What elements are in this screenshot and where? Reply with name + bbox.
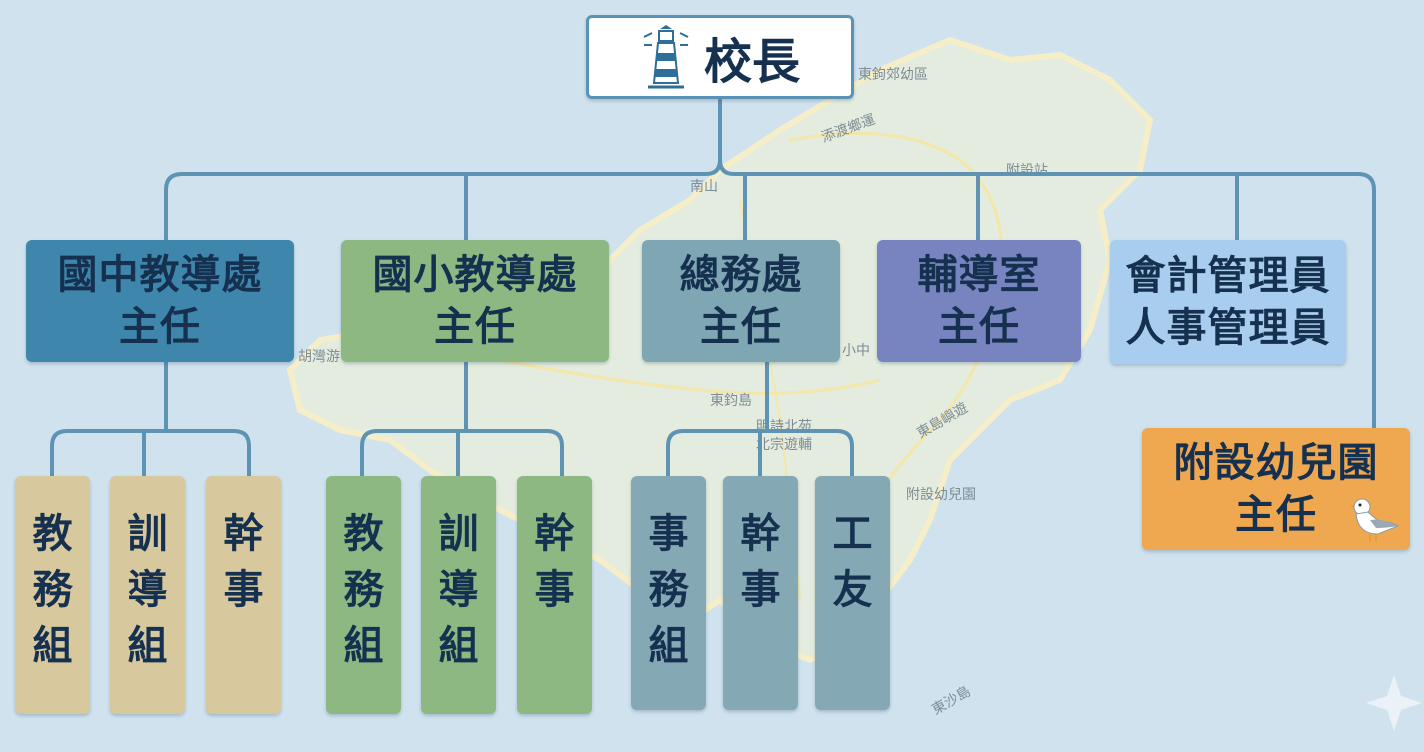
principal-box[interactable]: 校長: [586, 15, 854, 99]
junior-discipline-unit[interactable]: 訓 導 組: [110, 476, 185, 714]
connector-general-units: [666, 360, 854, 478]
unit-char: 訓: [127, 511, 168, 557]
elementary-academic-affairs-unit[interactable]: 教 務 組: [326, 476, 401, 714]
accounting-personnel-box[interactable]: 會計管理員 人事管理員: [1110, 240, 1346, 364]
connector-junior-units: [50, 360, 251, 478]
general-affairs-title: 總務處: [679, 252, 803, 298]
counseling-title: 輔導室: [917, 252, 1041, 298]
counseling-subtitle: 主任: [938, 304, 1020, 350]
map-label: 小中: [842, 343, 870, 359]
unit-char: 導: [127, 567, 168, 613]
connector-principal-trunk: [164, 97, 722, 242]
seagull-icon: [1350, 498, 1400, 542]
principal-label: 校長: [703, 34, 800, 90]
elementary-discipline-unit[interactable]: 訓 導 組: [421, 476, 496, 714]
map-label: 東鈞島: [710, 393, 752, 409]
unit-char: 組: [438, 623, 479, 669]
kindergarten-director-box[interactable]: 附設幼兒園 主任: [1142, 428, 1410, 550]
unit-char: 務: [343, 567, 384, 613]
general-affairs-subtitle: 主任: [700, 304, 782, 350]
unit-char: 組: [32, 623, 73, 669]
map-label: 附設幼兒園: [906, 487, 976, 503]
map-label: 東鉤郊幼區: [858, 67, 928, 83]
connector-branch-right: [718, 158, 1376, 430]
junior-high-director-box[interactable]: 國中教導處 主任: [26, 240, 294, 362]
unit-char: 幹: [740, 511, 781, 557]
kindergarten-subtitle: 主任: [1235, 492, 1317, 538]
junior-clerk-unit[interactable]: 幹 事: [206, 476, 281, 714]
unit-char: 導: [438, 567, 479, 613]
unit-char: 幹: [534, 511, 575, 557]
unit-char: 務: [32, 567, 73, 613]
unit-char: 工: [832, 511, 873, 557]
elementary-director-box[interactable]: 國小教導處 主任: [341, 240, 609, 362]
connector-elementary-units: [360, 360, 564, 478]
general-clerk-unit[interactable]: 幹 事: [723, 476, 798, 710]
general-affairs-unit[interactable]: 事 務 組: [631, 476, 706, 710]
unit-char: 組: [648, 623, 689, 669]
kindergarten-title: 附設幼兒園: [1173, 440, 1379, 486]
map-label: 北宗遊輔: [756, 437, 812, 453]
unit-char: 務: [648, 567, 689, 613]
unit-char: 教: [343, 511, 384, 557]
elementary-title: 國小教導處: [372, 252, 578, 298]
janitor-unit[interactable]: 工 友: [815, 476, 890, 710]
unit-char: 教: [32, 511, 73, 557]
unit-char: 事: [223, 567, 264, 613]
elementary-subtitle: 主任: [434, 304, 516, 350]
map-label: 胡灣游: [298, 349, 340, 365]
general-affairs-director-box[interactable]: 總務處 主任: [642, 240, 840, 362]
unit-char: 組: [343, 623, 384, 669]
elementary-clerk-unit[interactable]: 幹 事: [517, 476, 592, 714]
accounting-title: 會計管理員: [1125, 253, 1331, 299]
unit-char: 友: [832, 567, 873, 613]
junior-academic-affairs-unit[interactable]: 教 務 組: [15, 476, 90, 714]
unit-char: 組: [127, 623, 168, 669]
unit-char: 事: [740, 567, 781, 613]
unit-char: 事: [648, 511, 689, 557]
unit-char: 訓: [438, 511, 479, 557]
unit-char: 事: [534, 567, 575, 613]
unit-char: 幹: [223, 511, 264, 557]
lighthouse-icon: [643, 25, 689, 89]
personnel-title: 人事管理員: [1125, 305, 1331, 351]
counseling-director-box[interactable]: 輔導室 主任: [877, 240, 1081, 362]
sparkle-icon: [1366, 675, 1422, 731]
junior-high-title: 國中教導處: [57, 252, 263, 298]
road-line: [499, 358, 881, 395]
map-label: 南山: [690, 179, 718, 195]
junior-high-subtitle: 主任: [119, 304, 201, 350]
